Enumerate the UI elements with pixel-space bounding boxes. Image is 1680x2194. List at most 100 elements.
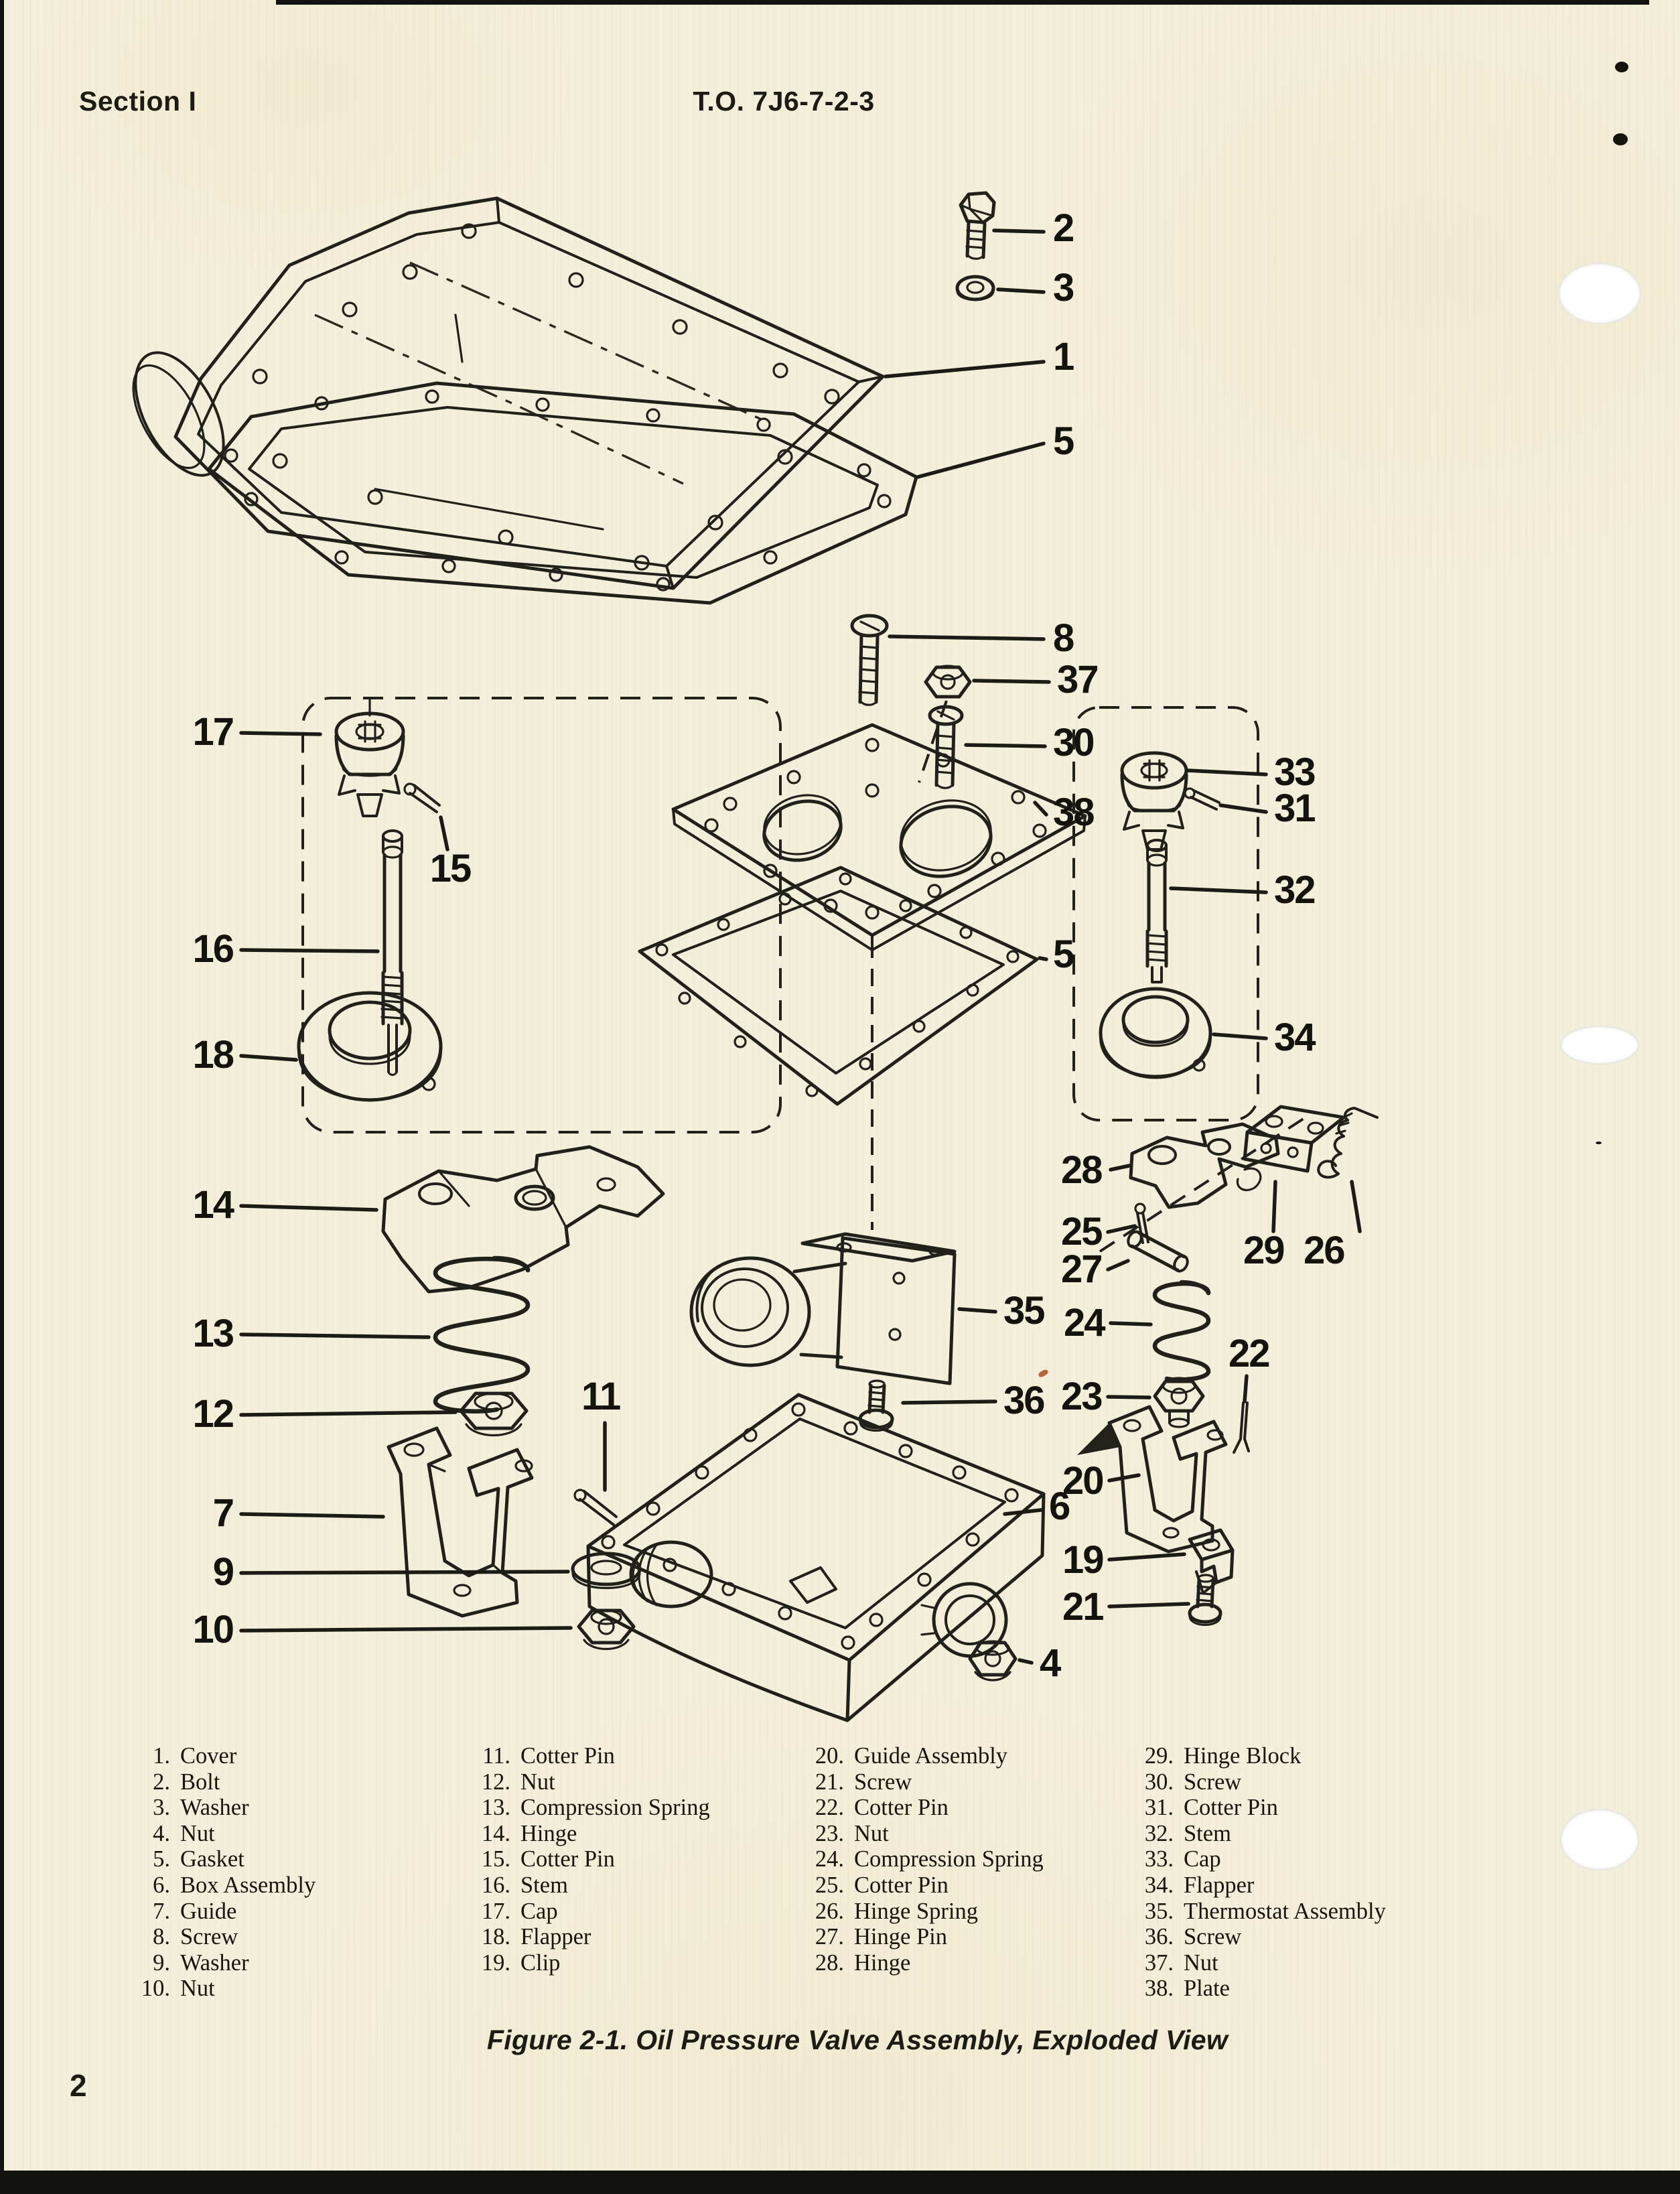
- part-index: 27.: [815, 1924, 844, 1950]
- part-name: Cover: [180, 1743, 237, 1769]
- parts-list-item: 25.Cotter Pin: [805, 1872, 1044, 1899]
- part-name: Clip: [520, 1949, 561, 1976]
- callout-label-27: 27: [1061, 1247, 1102, 1291]
- part-index: 4.: [153, 1820, 170, 1846]
- part-name: Guide Assembly: [854, 1743, 1008, 1769]
- part-index: 29.: [1144, 1743, 1174, 1769]
- part-hinge-block-29-drawing: [1243, 1105, 1353, 1173]
- callout-leader-13: [239, 1332, 431, 1339]
- callout-leader-8: [888, 634, 1046, 641]
- part-stem-32-drawing: [1145, 839, 1168, 983]
- parts-list-item: 36.Screw: [1135, 1924, 1386, 1950]
- part-name: Nut: [180, 1820, 215, 1846]
- part-name: Hinge: [854, 1949, 911, 1976]
- callout-label-4: 4: [1040, 1641, 1061, 1685]
- callout-label-34: 34: [1274, 1016, 1316, 1059]
- callout-label-18: 18: [192, 1033, 233, 1077]
- callout-label-7: 7: [213, 1491, 233, 1535]
- parts-list-item: 7.Guide: [131, 1899, 316, 1925]
- parts-list-item: 35.Thermostat Assembly: [1135, 1899, 1386, 1925]
- part-index: 24.: [815, 1846, 844, 1872]
- ink-speck-3: [1596, 1142, 1602, 1144]
- part-name: Cotter Pin: [854, 1795, 949, 1821]
- part-name: Guide: [180, 1898, 237, 1924]
- part-name: Cotter Pin: [520, 1846, 615, 1872]
- part-cap-33-drawing: [1120, 751, 1188, 851]
- part-name: Nut: [520, 1769, 555, 1795]
- parts-list-item: 19.Clip: [472, 1950, 710, 1976]
- callout-leader-10: [239, 1626, 573, 1633]
- callout-label-35: 35: [1003, 1289, 1044, 1332]
- parts-list-item: 31.Cotter Pin: [1135, 1795, 1386, 1821]
- callout-leader-34: [1212, 1032, 1268, 1040]
- part-screw-8-drawing: [850, 614, 889, 706]
- callout-label-33: 33: [1274, 750, 1315, 794]
- part-index: 18.: [481, 1924, 510, 1950]
- part-name: Screw: [854, 1769, 912, 1795]
- callout-label-29: 29: [1243, 1229, 1284, 1272]
- callout-leader-2: [992, 228, 1046, 234]
- part-name: Screw: [1184, 1769, 1242, 1795]
- parts-list-item: 22. Cotter Pin: [805, 1795, 1044, 1821]
- part-stem-16-drawing: [380, 829, 404, 1077]
- part-name: Screw: [180, 1924, 238, 1950]
- callout-leader-32: [1169, 886, 1268, 894]
- part-index: 22.: [815, 1795, 844, 1821]
- callout-label-17: 17: [192, 710, 233, 754]
- callout-label-19: 19: [1062, 1538, 1103, 1582]
- part-index: 33.: [1144, 1846, 1174, 1872]
- parts-list-item: 6.Box Assembly: [131, 1872, 316, 1899]
- parts-list-item: 18.Flapper: [472, 1924, 710, 1950]
- part-index: 13.: [481, 1795, 510, 1821]
- scan-edge-left: [0, 0, 4, 2194]
- part-clip-19-drawing: [1188, 1528, 1235, 1594]
- callout-leader-25: [1106, 1224, 1137, 1234]
- callout-leader-29: [1271, 1180, 1277, 1233]
- callout-label-26: 26: [1304, 1229, 1344, 1272]
- callout-leader-22: [1243, 1374, 1249, 1403]
- parts-list-item: 5.Gasket: [131, 1846, 316, 1872]
- parts-list-item: 13.Compression Spring: [472, 1795, 710, 1821]
- callout-label-8: 8: [1053, 616, 1074, 660]
- callout-label-24: 24: [1064, 1301, 1105, 1345]
- part-index: 21.: [815, 1769, 844, 1795]
- parts-list-item: 37.Nut: [1135, 1950, 1386, 1976]
- callout-leader-21: [1107, 1602, 1190, 1608]
- parts-list-item: 11.Cotter Pin: [472, 1743, 710, 1769]
- callout-leader-6: [1003, 1508, 1043, 1516]
- part-plate-drawing: [671, 723, 1087, 951]
- parts-list-item: 17.Cap: [472, 1899, 710, 1925]
- part-spring-24-drawing: [1152, 1280, 1211, 1382]
- part-name: Stem: [1184, 1820, 1231, 1846]
- part-index: 37.: [1144, 1949, 1174, 1976]
- part-gasket-mid-drawing: [638, 866, 1039, 1230]
- part-index: 5.: [153, 1846, 170, 1872]
- callout-label-20: 20: [1062, 1459, 1103, 1503]
- part-index: 17.: [481, 1898, 510, 1924]
- callout-leader-37: [972, 679, 1051, 684]
- part-flapper-34-drawing: [1099, 987, 1212, 1079]
- part-bolt-drawing: [959, 191, 996, 260]
- part-name: Hinge Pin: [854, 1924, 947, 1950]
- part-screw-21-drawing: [1188, 1574, 1222, 1627]
- part-nut-4-drawing: [968, 1640, 1018, 1682]
- callout-label-38: 38: [1053, 791, 1094, 834]
- callout-label-5: 5: [1053, 933, 1074, 976]
- callout-leader-26: [1350, 1180, 1362, 1233]
- part-name: Hinge Block: [1184, 1743, 1302, 1769]
- part-index: 14.: [481, 1820, 510, 1846]
- callout-leader-17: [239, 731, 322, 736]
- part-nut-12-drawing: [459, 1391, 529, 1436]
- part-hinge-14-drawing: [381, 1145, 665, 1294]
- callout-leader-7: [239, 1512, 385, 1519]
- parts-list-item: 12.Nut: [472, 1769, 710, 1795]
- callout-label-28: 28: [1061, 1148, 1102, 1192]
- callout-label-23: 23: [1061, 1375, 1102, 1418]
- right-detail-dashed-box: [1072, 706, 1259, 1121]
- parts-list-item: 8.Screw: [131, 1924, 316, 1950]
- parts-list-item: 4. Nut: [131, 1821, 316, 1847]
- callout-label-12: 12: [192, 1392, 233, 1436]
